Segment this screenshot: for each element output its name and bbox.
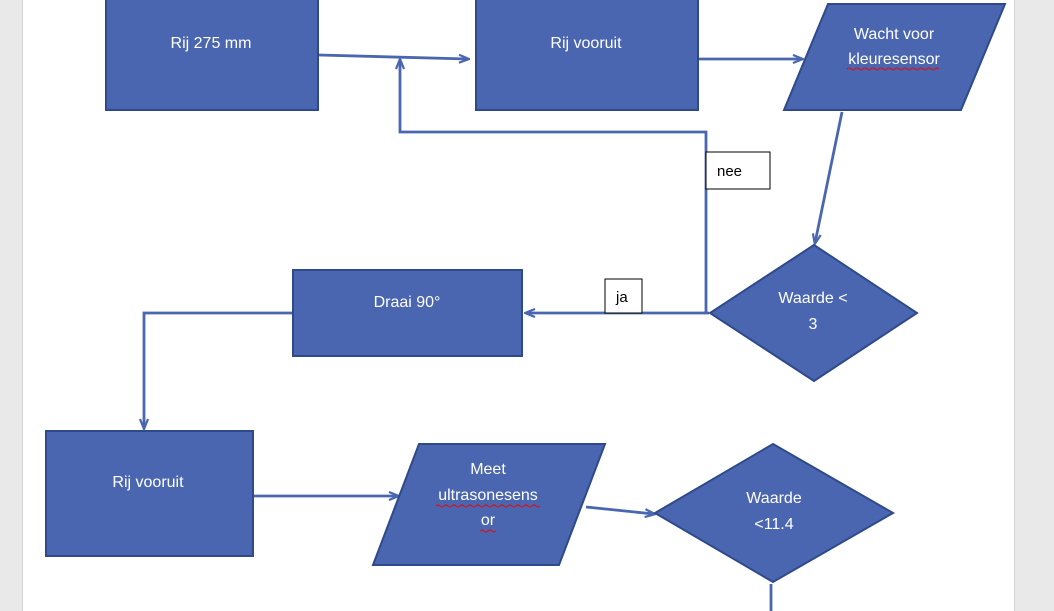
label-ja: ja bbox=[604, 278, 643, 314]
draai-90-label: Draai 90° bbox=[374, 294, 441, 311]
meet-line2: ultrasonesens bbox=[438, 487, 538, 504]
waarde-3-line1: Waarde < bbox=[778, 290, 847, 307]
connector-meet-to-waarde114 bbox=[585, 505, 654, 514]
wacht-line1: Wacht voor bbox=[854, 26, 935, 43]
waarde-3-line2: 3 bbox=[809, 316, 818, 333]
process-box-rij-vooruit-top: Rij vooruit bbox=[475, 0, 699, 111]
rij-275-label: Rij 275 mm bbox=[171, 35, 252, 52]
process-box-rij-275: Rij 275 mm bbox=[105, 0, 319, 111]
waarde-114-line1: Waarde bbox=[746, 490, 802, 507]
wacht-line2: kleuresensor bbox=[848, 51, 940, 68]
process-box-rij-vooruit-bottom: Rij vooruit bbox=[45, 430, 254, 557]
label-nee: nee bbox=[705, 151, 771, 190]
connector-draai-to-rijvooruit bbox=[144, 311, 293, 428]
io-box-meet-ultrasone: Meet ultrasonesens or bbox=[371, 443, 607, 566]
decision-waarde-3: Waarde < 3 bbox=[708, 243, 919, 383]
meet-line1: Meet bbox=[470, 461, 506, 478]
connector-nee-loop-back bbox=[400, 60, 709, 315]
ja-text: ja bbox=[615, 289, 628, 306]
process-box-draai-90: Draai 90° bbox=[292, 269, 523, 357]
spellcheck-underline bbox=[479, 529, 497, 533]
spellcheck-underline bbox=[435, 504, 541, 508]
waarde-114-line2: <11.4 bbox=[754, 516, 793, 533]
rij-vooruit-top-label: Rij vooruit bbox=[550, 35, 622, 52]
decision-waarde-11-4: Waarde <11.4 bbox=[653, 442, 896, 584]
meet-line3: or bbox=[481, 512, 496, 529]
nee-text: nee bbox=[717, 163, 742, 180]
connector-wacht-to-waarde3 bbox=[815, 111, 844, 243]
connector-rij275-to-rijvooruit bbox=[318, 53, 468, 59]
io-box-wacht-kleuresensor: Wacht voor kleuresensor bbox=[782, 3, 1007, 111]
spellcheck-underline bbox=[846, 67, 940, 71]
rij-vooruit-bottom-label: Rij vooruit bbox=[112, 474, 184, 491]
